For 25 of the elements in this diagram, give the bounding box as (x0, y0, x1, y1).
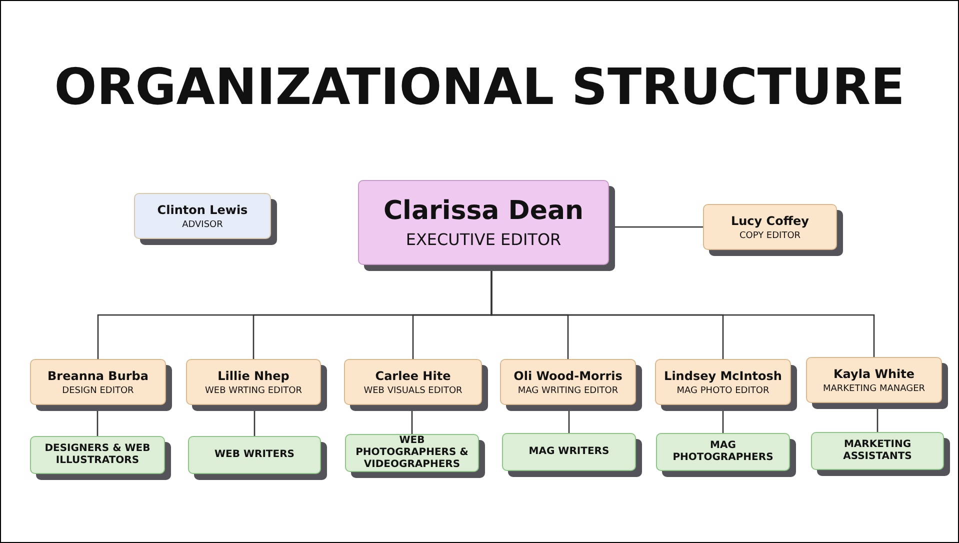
job-title: MAG WRITING EDITOR (518, 386, 618, 396)
job-title: ADVISOR (182, 220, 223, 230)
person-name: Clarissa Dean (383, 196, 584, 226)
person-name: Kayla White (833, 366, 914, 380)
person-name: Lucy Coffey (730, 214, 810, 228)
job-title: DESIGN EDITOR (62, 386, 134, 396)
title: ORGANIZATIONAL STRUCTURE (53, 58, 906, 116)
person-name: Carlee Hite (375, 368, 451, 382)
person-name: Clinton Lewis (157, 202, 248, 216)
job-title: MARKETING MANAGER (822, 384, 926, 394)
job-title: COPY EDITOR (739, 230, 801, 240)
team-name: DESIGNERS & WEB ILLUSTRATORS (44, 443, 152, 467)
team-name: MARKETING ASSISTANTS (842, 439, 913, 463)
team-name: MAG WRITERS (528, 446, 610, 458)
person-name: Lillie Nhep (218, 368, 290, 382)
job-title: MAG PHOTO EDITOR (676, 386, 770, 396)
team-name: WEB WRITERS (214, 449, 296, 461)
person-name: Oli Wood-Morris (514, 368, 622, 382)
person-name: Lindsey McIntosh (664, 368, 782, 382)
person-name: Breanna Burba (48, 368, 148, 382)
team-name: WEB PHOTOGRAPHERS & VIDEOGRAPHERS (354, 435, 470, 471)
job-title: EXECUTIVE EDITOR (406, 230, 562, 249)
job-title: WEB VISUALS EDITOR (364, 386, 462, 396)
job-title: WEB WRTING EDITOR (205, 386, 302, 396)
team-name: MAG PHOTOGRAPHERS (672, 440, 774, 464)
